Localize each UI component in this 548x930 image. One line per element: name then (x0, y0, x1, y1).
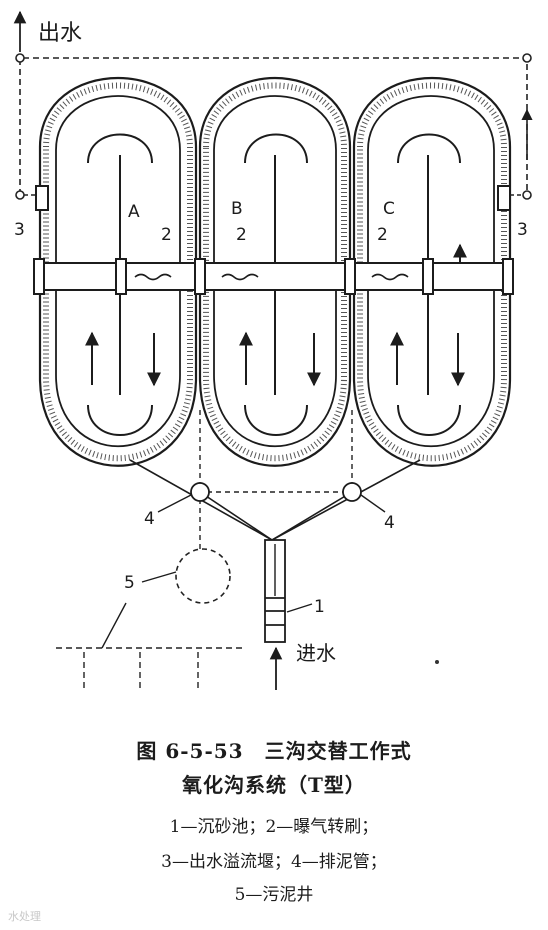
brush-wave-marks (134, 273, 409, 281)
outlet-node-left (15, 190, 25, 200)
ditch-walls (38, 77, 512, 467)
outlet-weir-left (35, 185, 49, 211)
sludge-pipe-valve-left (190, 482, 210, 502)
ditch-b-label: B (231, 199, 243, 219)
ground-line-leader (101, 602, 127, 649)
sludge-pipe-leader-right (360, 494, 386, 513)
ditch-c-outer-wall (352, 77, 512, 467)
sludge-well (175, 548, 231, 604)
outlet-weir-right (497, 185, 511, 211)
outlet-label: 出水 (38, 21, 82, 46)
grit-chamber-label: 1 (314, 597, 325, 617)
weir-label-right: 3 (517, 220, 528, 240)
sludge-well-label: 5 (124, 573, 135, 593)
brush-label-b: 2 (236, 225, 247, 245)
aeration-brush-bridge (33, 258, 514, 295)
sludge-pipe-valve-right (342, 482, 362, 502)
sludge-pipe-leader-left (157, 494, 192, 513)
figure-subtitle: 氧化沟系统（T型） (182, 773, 366, 797)
legend-line-1: 1—沉砂池；2—曝气转刷； (169, 817, 379, 837)
ditch-a-label: A (128, 202, 140, 222)
legend-line-3: 5—污泥井 (234, 885, 314, 905)
brush-label-a: 2 (161, 225, 172, 245)
ditch-wall-hatching (43, 82, 507, 462)
ditch-c-label: C (383, 199, 395, 219)
watermark: 水处理 (8, 910, 41, 923)
grit-chamber-leader (286, 603, 313, 613)
inlet-label: 进水 (296, 641, 336, 665)
sludge-pipe-label-right: 4 (384, 513, 395, 533)
sludge-well-leader (141, 571, 177, 583)
weir-label-left: 3 (14, 220, 25, 240)
speck-mark (435, 660, 439, 664)
outlet-node-right (522, 190, 532, 200)
ditch-inner-walls (55, 95, 495, 448)
ditch-a-outer-wall (38, 77, 198, 467)
ditch-b-outer-wall (198, 77, 352, 467)
sludge-pipe-label-left: 4 (144, 509, 155, 529)
ground-line (56, 647, 244, 690)
flow-arcs (87, 133, 461, 436)
legend-line-2: 3—出水溢流堰；4—排泥管； (161, 852, 387, 872)
inlet-distribution-lines (129, 459, 421, 541)
sludge-dashed-lines (199, 410, 353, 550)
oxidation-ditch-diagram: 出水 (13, 10, 533, 690)
figure-title: 图 6-5-53 三沟交替工作式 (136, 739, 412, 763)
outlet-node-left-top (15, 53, 25, 63)
brush-label-c: 2 (377, 225, 388, 245)
outlet-node-right-top (522, 53, 532, 63)
